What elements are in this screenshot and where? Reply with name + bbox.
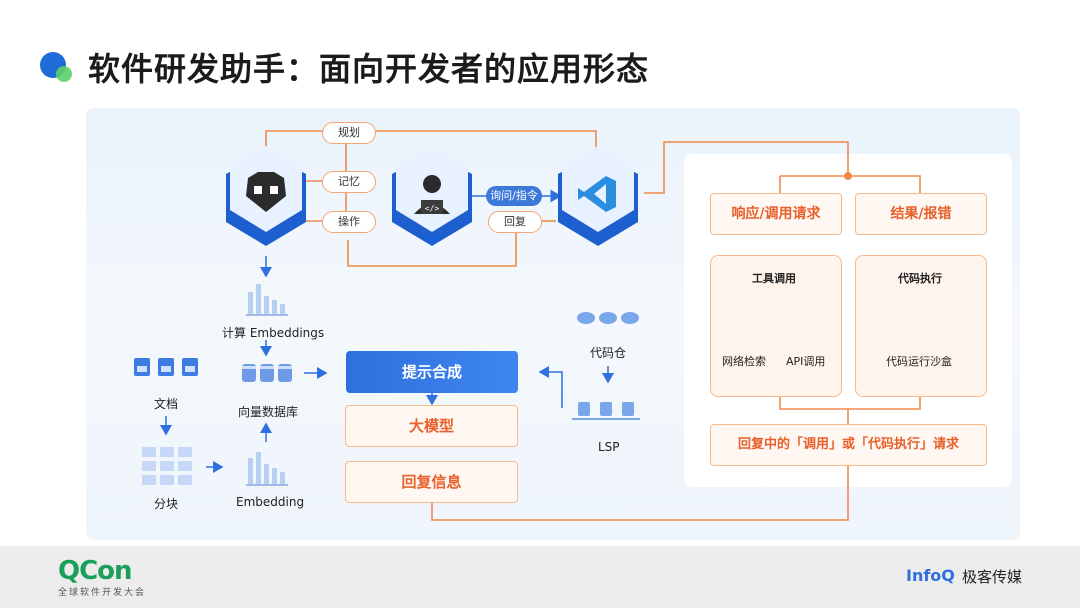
vscode-hexagon-icon bbox=[558, 146, 638, 246]
svg-text:</>: </> bbox=[425, 204, 440, 213]
api-call-label: API调用 bbox=[786, 355, 826, 368]
plan-pill: 规划 bbox=[322, 122, 376, 144]
title-dot-accent-icon bbox=[56, 66, 72, 82]
chunk-grid-icon bbox=[142, 447, 192, 485]
code-exec-box bbox=[855, 255, 987, 397]
embedding-chart-icon bbox=[246, 452, 288, 486]
lsp-label: LSP bbox=[598, 440, 620, 454]
lsp-server-icon bbox=[572, 402, 640, 420]
vector-db-label: 向量数据库 bbox=[238, 405, 299, 419]
code-repo-label: 代码仓 bbox=[590, 346, 627, 360]
embedding-label: Embedding bbox=[236, 495, 305, 509]
jike-logo: 极客传媒 bbox=[962, 568, 1023, 586]
embeddings-chart-icon bbox=[246, 284, 288, 316]
reply-info-box: 回复信息 bbox=[345, 461, 518, 503]
response-call-box: 响应/调用请求 bbox=[710, 193, 842, 235]
vector-db-icon bbox=[242, 364, 292, 382]
web-search-label: 网络检索 bbox=[722, 355, 766, 368]
documents-icon bbox=[134, 358, 198, 376]
docs-label: 文档 bbox=[154, 397, 179, 411]
code-repo-cloud-icon bbox=[577, 312, 639, 324]
reply-pill: 回复 bbox=[488, 211, 542, 233]
developer-hexagon-icon: </> bbox=[392, 146, 472, 246]
infoq-logo: InfoQ bbox=[906, 566, 955, 585]
qcon-logo: QCon bbox=[58, 556, 133, 586]
result-error-box: 结果/报错 bbox=[855, 193, 987, 235]
agent-hexagon-icon bbox=[226, 146, 306, 246]
sandbox-label: 代码运行沙盒 bbox=[886, 355, 952, 368]
qcon-subtitle: 全球软件开发大会 bbox=[58, 588, 147, 598]
compute-embeddings-label: 计算 Embeddings bbox=[222, 326, 325, 340]
code-exec-label: 代码执行 bbox=[898, 272, 942, 285]
tool-call-label: 工具调用 bbox=[752, 272, 796, 285]
llm-box: 大模型 bbox=[345, 405, 518, 447]
footer-bar bbox=[0, 546, 1080, 608]
tool-call-box bbox=[710, 255, 842, 397]
prompt-synthesis-box: 提示合成 bbox=[346, 351, 518, 393]
bottom-request-box: 回复中的「调用」或「代码执行」请求 bbox=[710, 424, 987, 466]
chunk-label: 分块 bbox=[154, 497, 179, 511]
memory-pill: 记忆 bbox=[322, 171, 376, 193]
ask-pill: 询问/指令 bbox=[486, 186, 542, 206]
operate-pill: 操作 bbox=[322, 211, 376, 233]
page-title: 软件研发助手：面向开发者的应用形态 bbox=[88, 50, 650, 88]
junction-dot-icon bbox=[844, 172, 852, 180]
